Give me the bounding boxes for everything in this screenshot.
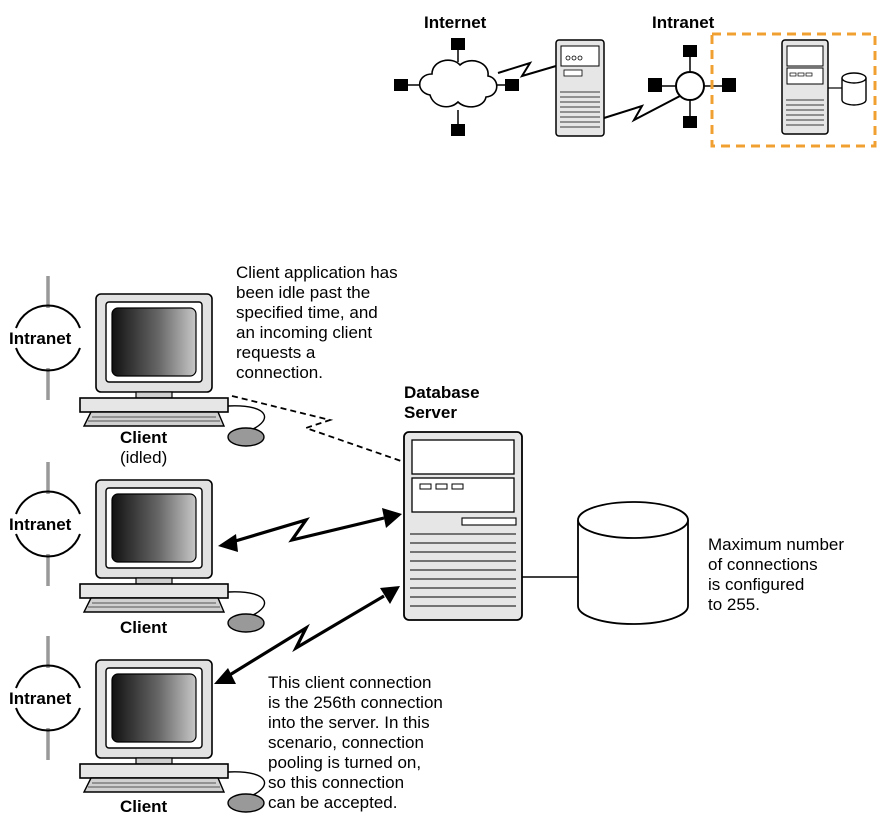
pool-note-line-1: This client connection — [268, 673, 431, 692]
highlight-box — [710, 32, 877, 148]
pool-note-line-3: into the server. In this — [268, 713, 430, 732]
max-note-line-1: Maximum number — [708, 535, 844, 554]
max-note-line-3: is configured — [708, 575, 804, 594]
client-2-label: Client — [120, 618, 168, 637]
database-server-icon — [403, 431, 523, 621]
max-note-line-2: of connections — [708, 555, 818, 574]
client-3-label: Client — [120, 797, 168, 816]
max-note-line-4: to 255. — [708, 595, 760, 614]
database-cylinder-icon-small — [841, 72, 867, 106]
client-1-label: Client — [120, 428, 168, 447]
client-3-connection-arrow — [214, 586, 400, 684]
pool-note-line-4: scenario, connection — [268, 733, 424, 752]
client-2: Intranet Client — [9, 460, 266, 637]
client-3-intranet-label: Intranet — [9, 689, 72, 708]
internet-cloud-icon — [394, 38, 519, 136]
idle-note-line-6: connection. — [236, 363, 323, 382]
client-3-computer-icon — [79, 659, 266, 813]
web-server-icon — [555, 39, 605, 137]
intranet-label-top: Intranet — [652, 13, 715, 32]
idle-note: Client application has been idle past th… — [236, 263, 398, 382]
pool-note-line-7: can be accepted. — [268, 793, 397, 812]
client-1: Intranet Client (idled) — [9, 274, 266, 467]
link-server-hub — [603, 95, 681, 123]
database-server-icon-small — [781, 39, 842, 135]
client-1-sublabel: (idled) — [120, 448, 167, 467]
pool-note-line-2: is the 256th connection — [268, 693, 443, 712]
database-server: Database Server — [403, 383, 523, 621]
client-2-connection-arrow — [218, 508, 402, 552]
idle-note-line-3: specified time, and — [236, 303, 378, 322]
idle-connection-line — [231, 395, 405, 463]
max-connections-note: Maximum number of connections is configu… — [708, 535, 844, 614]
idle-note-line-4: an incoming client — [236, 323, 372, 342]
server-title-line-1: Database — [404, 383, 480, 402]
pool-note-line-5: pooling is turned on, — [268, 753, 421, 772]
client-3: Intranet Client — [9, 634, 266, 816]
idle-note-line-5: requests a — [236, 343, 316, 362]
client-2-computer-icon — [79, 479, 266, 633]
pool-note-line-6: so this connection — [268, 773, 404, 792]
idle-note-line-1: Client application has — [236, 263, 398, 282]
internet-label: Internet — [424, 13, 487, 32]
link-internet-server — [497, 61, 557, 78]
idle-note-line-2: been idle past the — [236, 283, 370, 302]
server-title-line-2: Server — [404, 403, 457, 422]
client-1-intranet-label: Intranet — [9, 329, 72, 348]
network-overview: Internet Intranet — [394, 13, 877, 148]
client-2-intranet-label: Intranet — [9, 515, 72, 534]
pooling-note: This client connection is the 256th conn… — [268, 673, 443, 812]
intranet-hub-icon — [648, 45, 736, 128]
database-cylinder-icon — [577, 501, 689, 625]
